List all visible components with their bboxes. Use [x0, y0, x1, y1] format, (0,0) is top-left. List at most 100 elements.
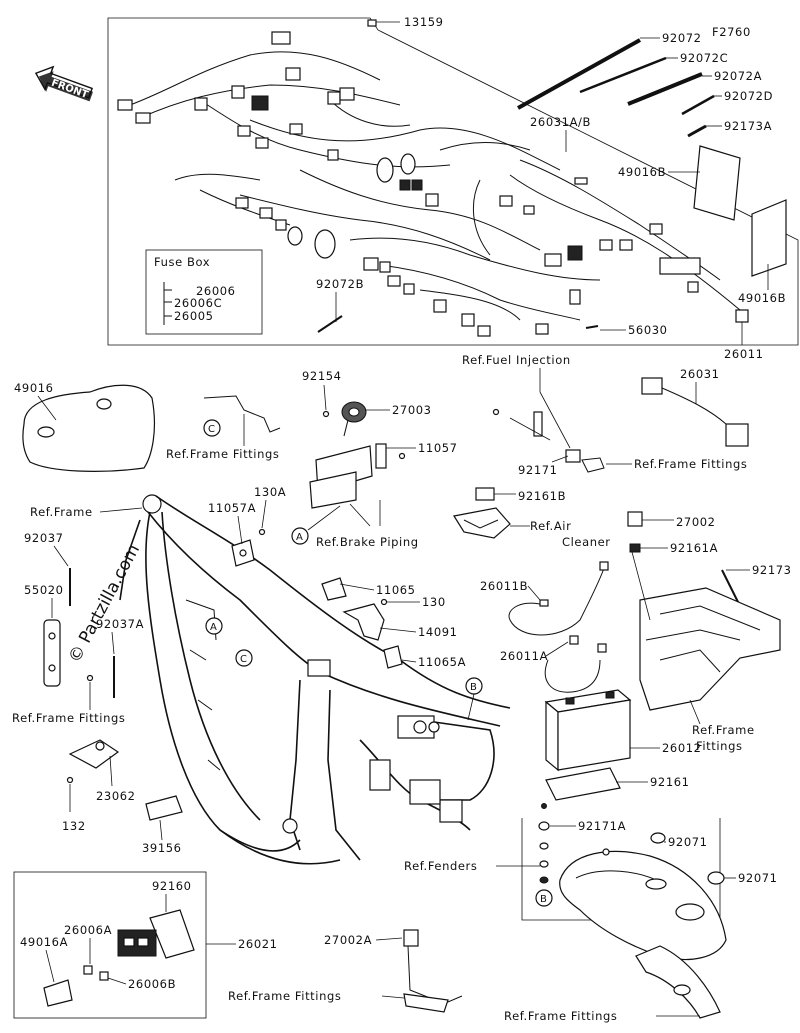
- inset-26021: [13, 871, 207, 1019]
- harness-group-outline: [107, 17, 799, 346]
- clip-13159-icon: [367, 19, 377, 27]
- rear-fender-bracket-icon: [635, 945, 721, 1019]
- relay-27002a-icon: [403, 929, 463, 1013]
- part-label: 92173: [752, 563, 792, 577]
- part-label: 49016B: [738, 291, 786, 305]
- part-label: 92171A: [578, 819, 626, 833]
- part-label: 56030: [628, 323, 668, 337]
- front-arrow-icon: FRONT: [34, 65, 94, 102]
- sensor-bracket-icon: [492, 408, 605, 473]
- part-label: 27003: [392, 403, 432, 417]
- part-label: 92171: [518, 463, 558, 477]
- diagram-code: F2760: [712, 25, 751, 39]
- part-label: 55020: [24, 583, 64, 597]
- part-label: 27002A: [324, 933, 372, 947]
- part-label: 92072A: [714, 69, 762, 83]
- battery-icon: [544, 689, 632, 772]
- marker-c: C: [208, 424, 215, 435]
- part-label: 13159: [404, 15, 444, 29]
- ref-label: Ref.Frame Fittings: [504, 1009, 617, 1023]
- relay-27002-icon: [627, 511, 643, 527]
- part-label: 92072B: [316, 277, 364, 291]
- frame-icon: [119, 494, 511, 865]
- part-label: 26006B: [128, 977, 176, 991]
- fuse-box-title: Fuse Box: [154, 255, 210, 269]
- part-label: 49016A: [20, 935, 68, 949]
- bracket-55020-icon: [43, 619, 61, 687]
- ref-label: Ref.Fuel Injection: [462, 353, 571, 367]
- part-label: 26031: [680, 367, 720, 381]
- ref-label: Ref.Frame Fittings: [634, 457, 747, 471]
- connector-26011-icon: [735, 309, 749, 323]
- ref-label: Ref.Brake Piping: [316, 535, 419, 549]
- fuse-box-item: 26005: [174, 309, 214, 323]
- part-label: 92037: [24, 531, 64, 545]
- ref-label: Ref.Frame: [692, 723, 755, 737]
- part-label: 23062: [96, 789, 136, 803]
- part-label: 26011B: [480, 579, 528, 593]
- pad-39156-icon: [145, 795, 183, 821]
- part-label: 132: [62, 819, 86, 833]
- rear-fender-icon: [559, 848, 727, 961]
- pad-49016b-icon: [751, 199, 787, 277]
- ref-label: Ref.Frame Fittings: [228, 989, 341, 1003]
- part-label: 26031A/B: [530, 115, 591, 129]
- watermark-text: © Partzilla.com: [65, 541, 144, 666]
- part-label: 130: [422, 595, 446, 609]
- part-label: 92161A: [670, 541, 718, 555]
- part-label: 11065: [376, 583, 416, 597]
- part-label: 14091: [418, 625, 458, 639]
- part-label: 49016B: [618, 165, 666, 179]
- part-label: 26006A: [64, 923, 112, 937]
- part-label: 39156: [142, 841, 182, 855]
- part-label: 11065A: [418, 655, 466, 669]
- part-label: 92154: [302, 369, 342, 383]
- ref-label: Ref.Frame: [30, 505, 93, 519]
- fuse-box-item: 26006: [196, 284, 236, 298]
- part-label: 11057A: [208, 501, 256, 515]
- part-label: 26012: [662, 741, 702, 755]
- part-label: 11057: [418, 441, 458, 455]
- bracket-11057a-icon: [231, 539, 255, 567]
- marker-c: C: [240, 654, 247, 665]
- part-label: 26011: [724, 347, 764, 361]
- battery-cables-icon: [508, 561, 609, 693]
- fuse-box-assembly-icon: [43, 909, 195, 1007]
- leaders-top: [335, 21, 769, 345]
- ref-label: Ref.Air: [530, 519, 571, 533]
- marker-a: A: [296, 532, 303, 543]
- pad-92161b-icon: [475, 487, 495, 501]
- part-label: 92071: [668, 835, 708, 849]
- pad-49016-icon: [22, 384, 155, 472]
- part-label: 26021: [238, 937, 278, 951]
- horn-icon: [322, 401, 367, 437]
- part-label: 49016: [14, 381, 54, 395]
- marker-b: B: [470, 682, 477, 693]
- part-label: 92161B: [518, 489, 566, 503]
- pad-49016b-icon: [693, 145, 741, 221]
- pad-92161-icon: [545, 767, 621, 801]
- part-label: 92037A: [96, 617, 144, 631]
- part-label: 92160: [152, 879, 192, 893]
- fender-hardware-icon: [538, 803, 725, 885]
- air-cleaner-icon: [453, 507, 511, 539]
- harness-connectors-icon: [117, 31, 701, 337]
- part-label: 92173A: [724, 119, 772, 133]
- fuse-box-inset: [145, 249, 263, 335]
- part-label: 92072C: [680, 51, 728, 65]
- bracket-23062-icon: [66, 739, 120, 784]
- cable-ties-icon: [317, 38, 715, 333]
- ref-label: Ref.Frame Fittings: [12, 711, 125, 725]
- part-label: 92072: [662, 31, 702, 45]
- bracket-14091-icon: [321, 577, 403, 669]
- part-label: 27002: [676, 515, 716, 529]
- marker-b: B: [540, 894, 547, 905]
- ref-label: Ref.Frame Fittings: [166, 447, 279, 461]
- main-harness-icon: [129, 51, 741, 321]
- pad-92161a-icon: [629, 543, 641, 553]
- part-label: 92161: [650, 775, 690, 789]
- ref-label: Cleaner: [562, 535, 611, 549]
- part-label: 92071: [738, 871, 778, 885]
